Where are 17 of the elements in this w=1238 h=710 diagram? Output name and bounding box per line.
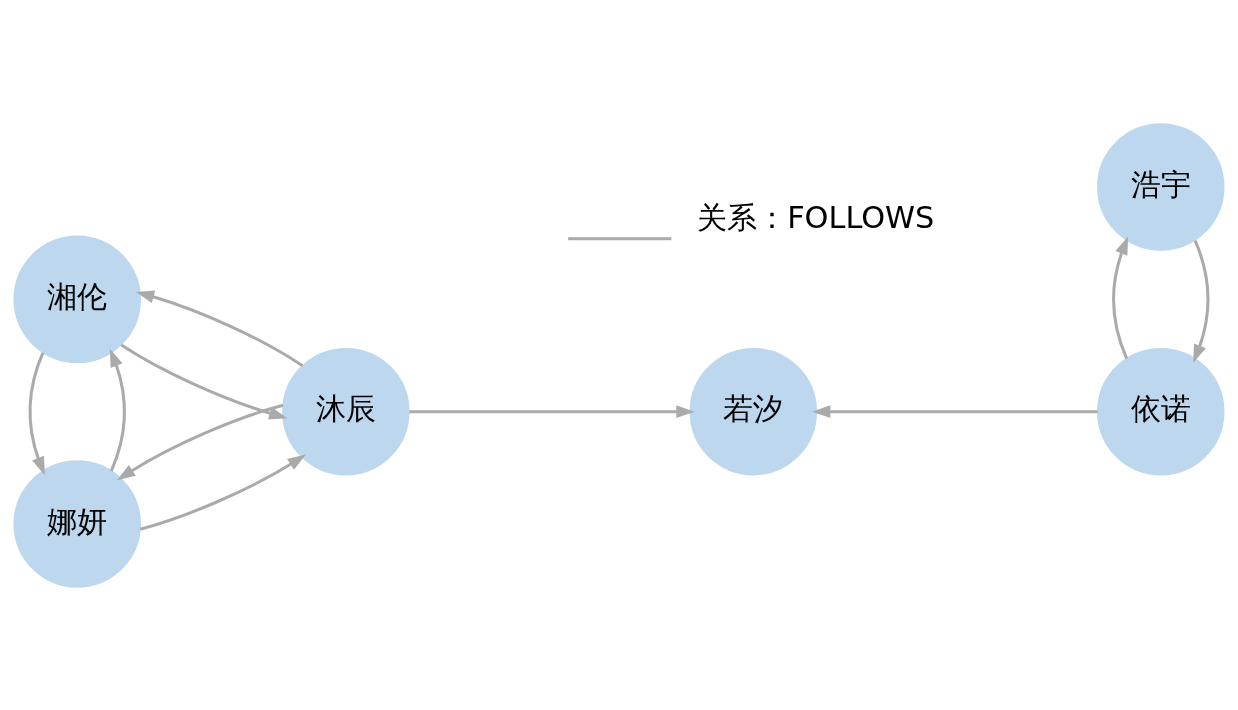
- arrow: [28, 351, 45, 475]
- node-circle: 湘伦: [13, 235, 141, 363]
- node-circle: 娜妍: [13, 459, 141, 588]
- node-circle: 依诺: [1097, 347, 1225, 475]
- node-circle: 若汐: [689, 347, 818, 475]
- arrow: [109, 348, 126, 471]
- arrow: [139, 454, 306, 531]
- node-circle: 浩宇: [1097, 122, 1225, 251]
- arrow: [1112, 235, 1129, 359]
- arrow: [120, 343, 288, 419]
- node-circle: 沐辰: [282, 347, 410, 475]
- arrow: [135, 290, 304, 367]
- arrow: [116, 403, 284, 480]
- legend-label: 关系：FOLLOWS: [697, 199, 935, 235]
- arrow: [409, 404, 695, 418]
- arrow: [812, 404, 1098, 418]
- arrow: [1193, 239, 1210, 363]
